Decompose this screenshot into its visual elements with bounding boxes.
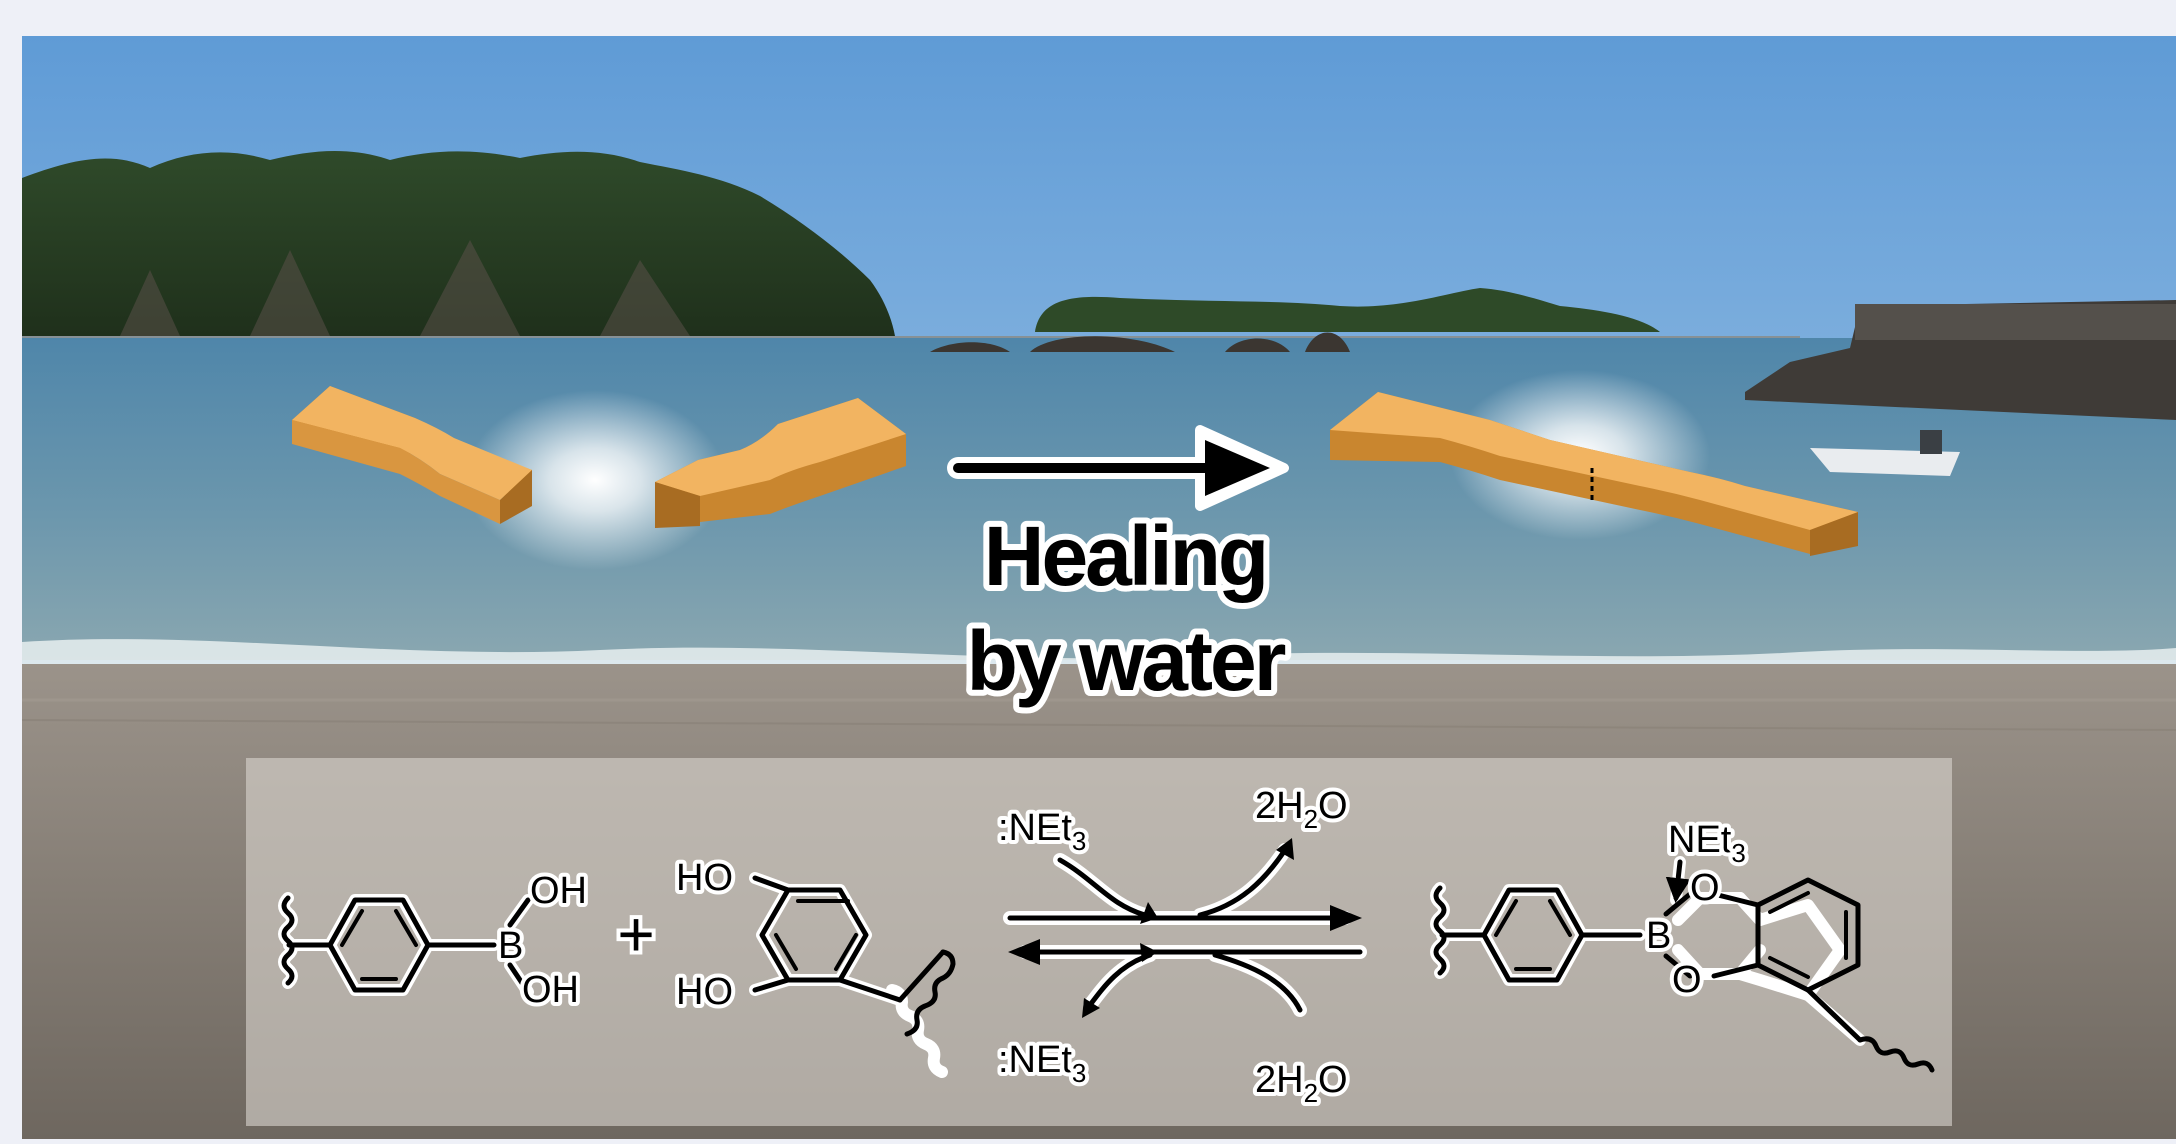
label-oh-top: OH (530, 870, 587, 912)
label-oh-bottom: OH (522, 969, 579, 1011)
specimen-broken-left (292, 386, 532, 524)
headline: Healing by water (961, 503, 1295, 714)
label-catalyst-top: :NEt3 (998, 807, 1086, 856)
label-boron: B (498, 925, 523, 967)
headland (22, 150, 895, 336)
scheme-panel (246, 758, 1952, 1126)
rocks (930, 332, 1350, 352)
cliff-faces (120, 240, 690, 336)
island (1035, 288, 1660, 332)
label-ho-top: HO (676, 857, 733, 899)
boronic-acid-labels: OH B OH (494, 866, 591, 1015)
boronate-ester-labels: NEt3 B O O (1642, 815, 1750, 1005)
label-ester-boron: B (1646, 915, 1671, 957)
boronate-ester (1430, 856, 1935, 1073)
specimen-broken-right (655, 398, 906, 528)
boat (1810, 448, 1960, 476)
catechol (749, 872, 956, 1078)
label-net3: NEt3 (1668, 819, 1746, 868)
headline-line1: Healing (984, 509, 1266, 603)
boat-motor (1920, 430, 1942, 454)
boronic-acid (278, 892, 534, 998)
label-ester-o-bottom: O (1672, 959, 1702, 1001)
specimen-healed (1330, 392, 1858, 556)
pier-top (1855, 304, 2176, 340)
label-ester-o-top: O (1690, 867, 1720, 909)
headline-line2: by water (967, 614, 1286, 708)
label-ho-bottom: HO (676, 971, 733, 1013)
healing-arrow (947, 425, 1289, 511)
plus-sign: + (617, 898, 654, 970)
equilibrium-labels: :NEt3 2H2O :NEt3 2H2O (994, 781, 1352, 1112)
label-water-top: 2H2O (1255, 785, 1348, 834)
label-water-bottom: 2H2O (1255, 1059, 1348, 1108)
waves (22, 639, 2176, 668)
label-catalyst-bottom: :NEt3 (998, 1039, 1086, 1088)
equilibrium-arrows (1003, 838, 1367, 1018)
catechol-labels: HO HO (672, 853, 737, 1017)
